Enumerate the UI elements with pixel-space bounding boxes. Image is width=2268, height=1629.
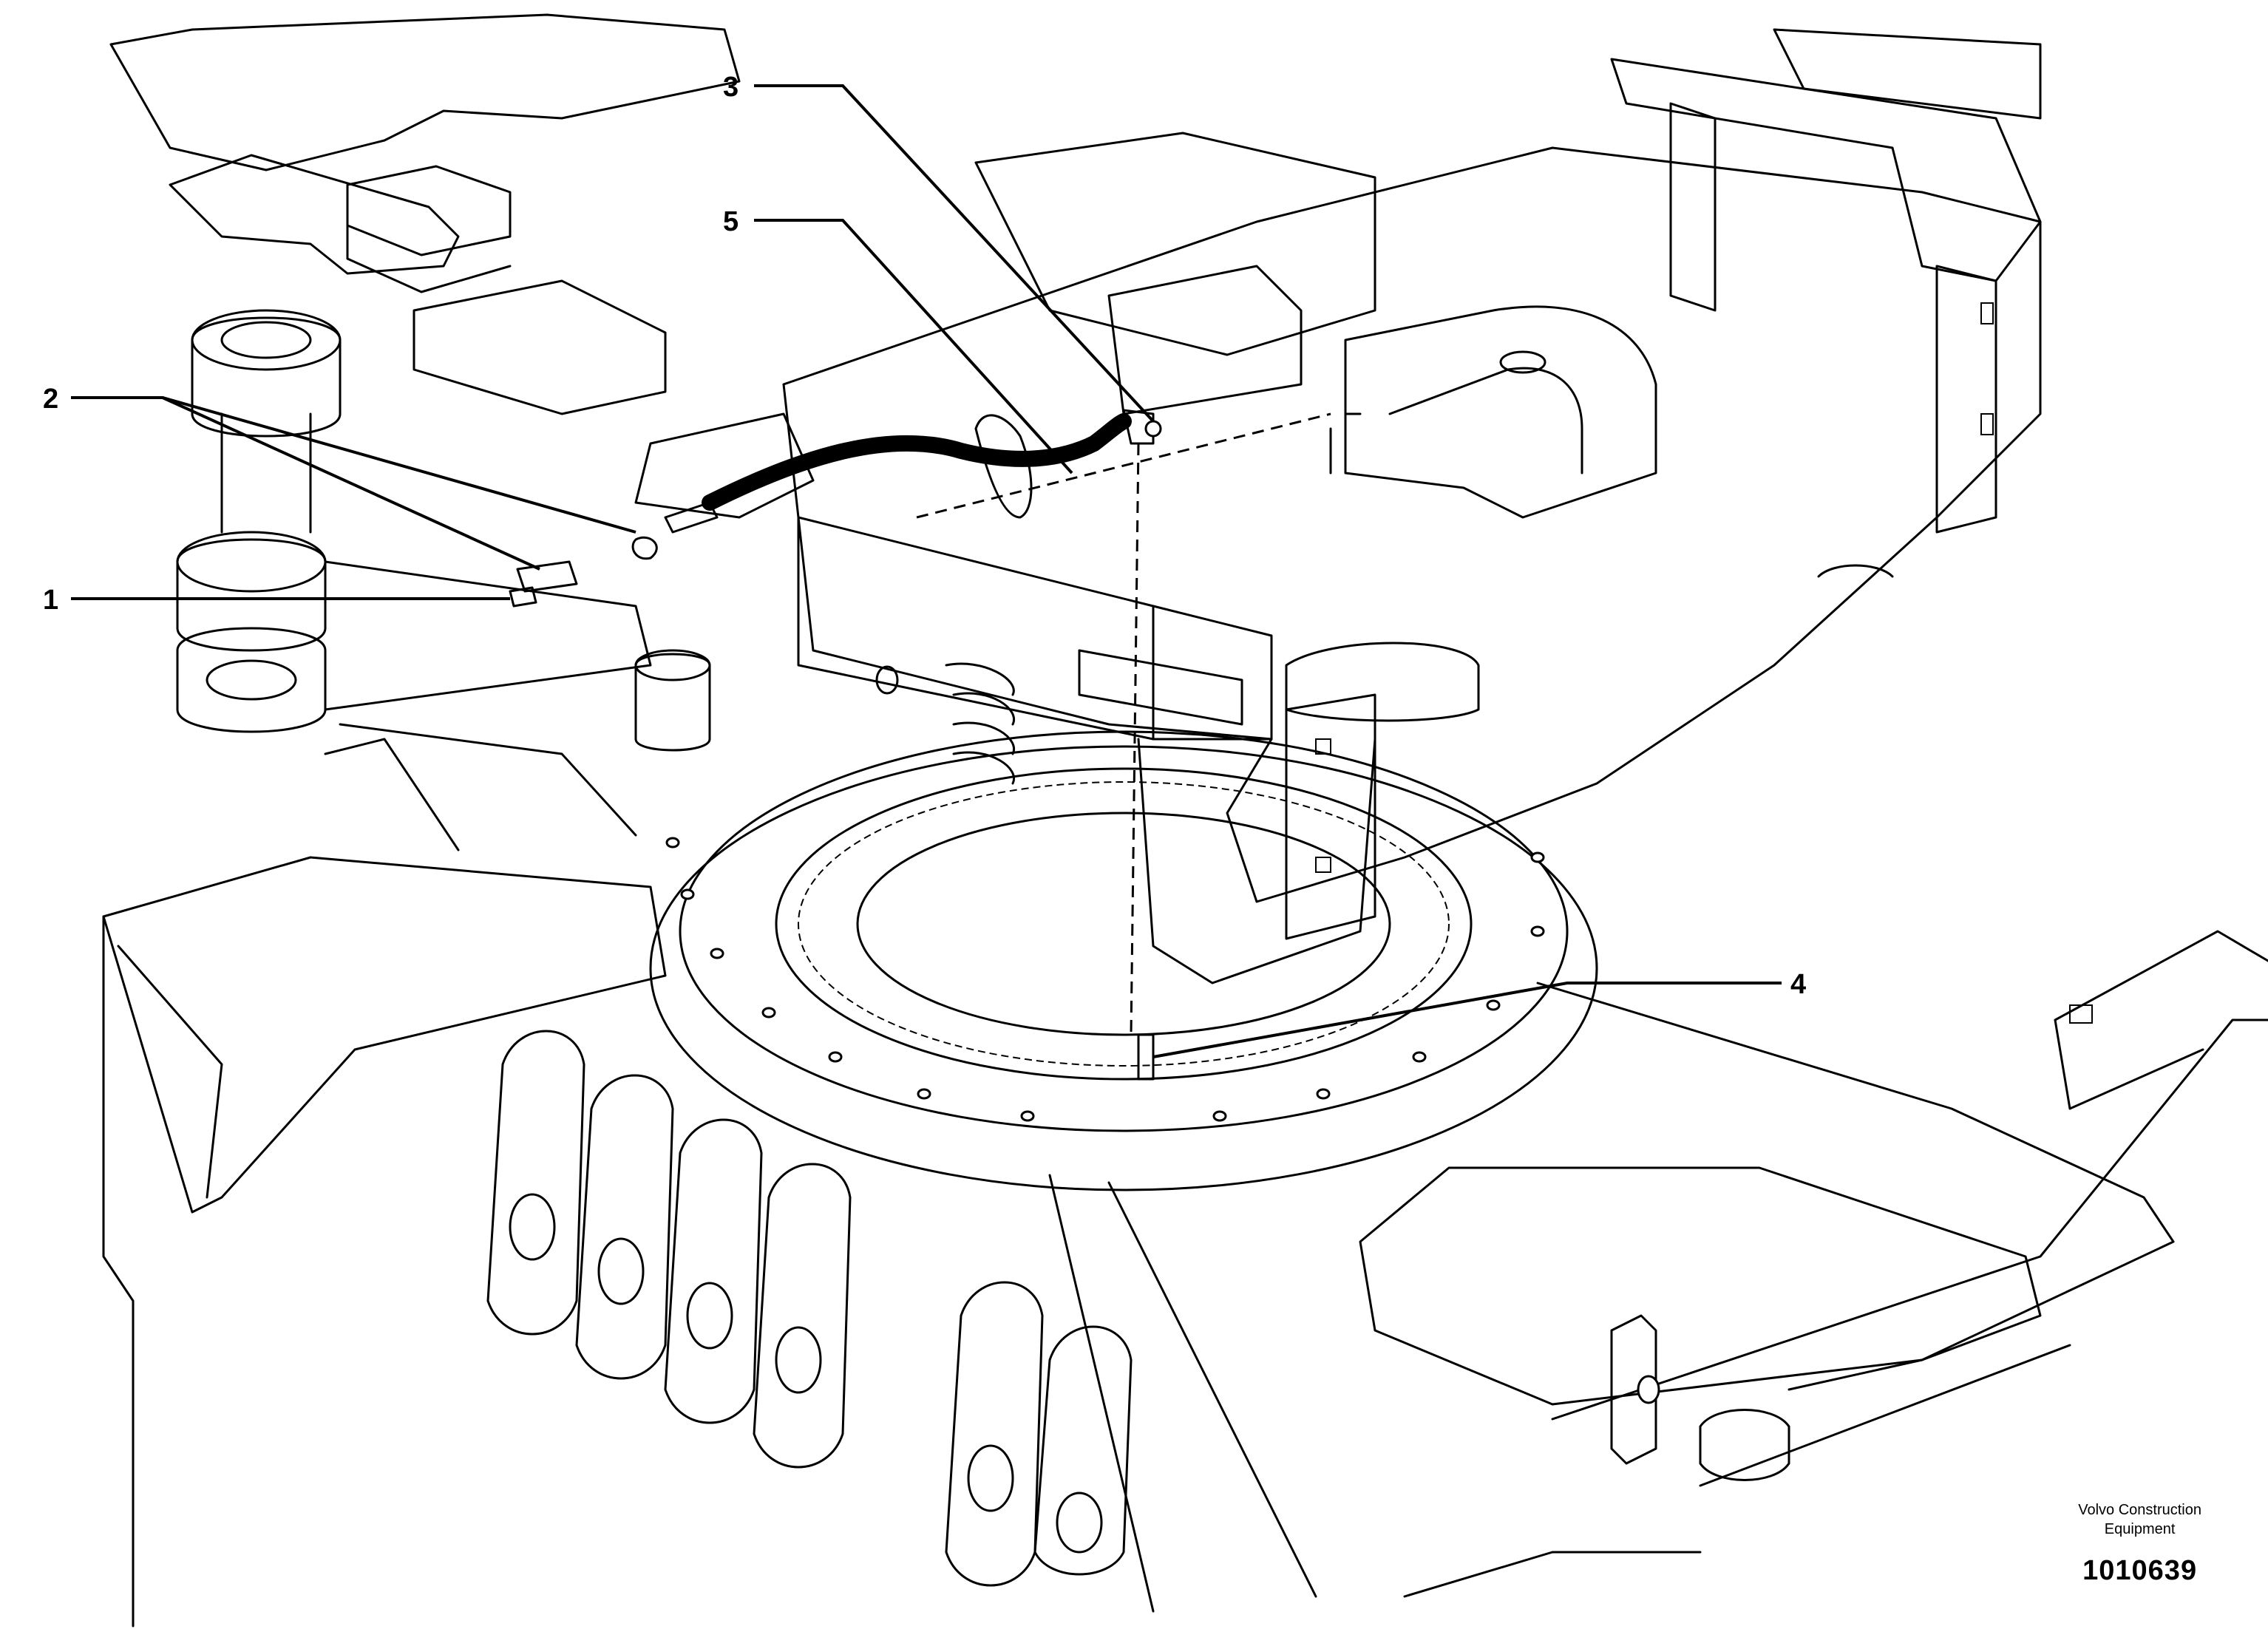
callout-1: 1 xyxy=(43,585,58,616)
manufacturer-line-2: Equipment xyxy=(2104,1521,2176,1537)
callout-3: 3 xyxy=(723,72,739,103)
lubrication-hose xyxy=(702,413,1132,511)
leader-lines xyxy=(71,84,1782,1058)
callout-4: 4 xyxy=(1790,969,1806,1000)
boom-mount-frame xyxy=(109,13,815,752)
lubrication-hose-assembly xyxy=(509,409,1162,1081)
upper-main-frame xyxy=(782,28,2093,1024)
center-housing xyxy=(797,516,1376,984)
callout-labels: 1 2 3 5 4 xyxy=(43,72,1806,1000)
callout-2: 2 xyxy=(43,384,58,415)
manufacturer-stamp: Volvo Construction Equipment 1010639 xyxy=(2078,1500,2201,1587)
manufacturer-line-1: Volvo Construction xyxy=(2078,1502,2201,1518)
slew-ring xyxy=(649,730,1598,1191)
lower-carriage xyxy=(102,723,2268,1628)
callout-5: 5 xyxy=(723,206,739,237)
fitting-alignment-line xyxy=(1130,443,1140,1035)
boom-lugs xyxy=(486,1030,1133,1587)
figure-number: 1010639 xyxy=(2082,1555,2198,1586)
